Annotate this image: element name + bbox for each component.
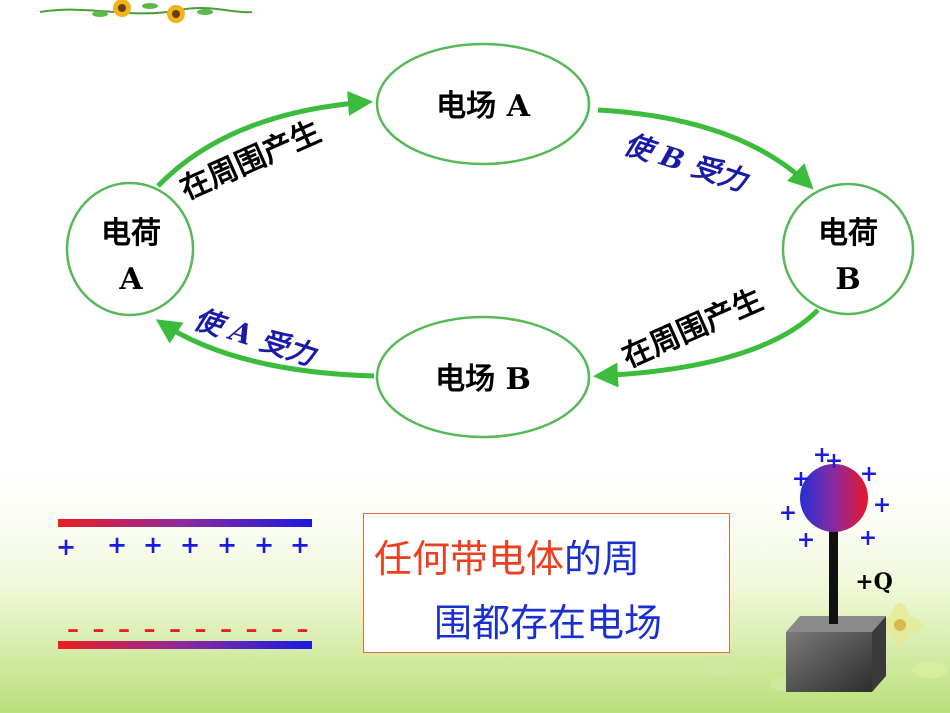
caption-bottom-right: 在周围产生 [617, 282, 768, 375]
plus-sign: + [217, 530, 237, 559]
plus-sign: + [143, 530, 163, 559]
plus-sign: + [797, 527, 815, 553]
plus-sign: + [779, 500, 797, 526]
plus-sign: + [859, 525, 877, 551]
minus-sign: – [246, 614, 258, 643]
plus-sign: + [254, 530, 274, 559]
minus-sign: – [271, 614, 283, 643]
statement-line1-rest: 的周 [564, 537, 641, 581]
field-a-node [375, 42, 591, 166]
negative-sign-row: –––––––––– [67, 614, 309, 643]
field-b-label: 电场 B [435, 362, 531, 397]
plus-sign: + [792, 466, 810, 492]
arrow-charge-b-to-field-b [593, 308, 820, 388]
statement-highlight: 任何带电体 [374, 537, 565, 581]
arrow-field-b-to-charge-a [155, 319, 375, 379]
plus-sign: + [56, 532, 76, 561]
arrow-field-a-to-charge-b [597, 107, 814, 190]
charge-a-node [65, 181, 195, 317]
plus-sign: + [813, 442, 831, 468]
field-a-label: 电场 A [436, 89, 530, 124]
plus-sign: + [860, 461, 878, 487]
charge-q-label: +Q [855, 569, 893, 595]
field-b-node [375, 315, 591, 439]
minus-sign: – [297, 614, 309, 643]
charge-b-label-line1: 电荷 [818, 216, 878, 251]
minus-sign: – [67, 614, 79, 643]
minus-sign: – [144, 614, 156, 643]
plus-sign: + [825, 448, 843, 474]
charged-sphere [800, 464, 868, 532]
statement-line2: 围都存在电场 [434, 601, 663, 645]
minus-sign: – [93, 614, 105, 643]
minus-sign: – [169, 614, 181, 643]
minus-sign: – [118, 614, 130, 643]
plus-sign: + [290, 530, 310, 559]
minus-sign: – [220, 614, 232, 643]
decorative-vine-icon [39, 0, 253, 23]
plus-sign: + [180, 530, 200, 559]
negative-plate [58, 641, 312, 649]
statement-line1: 任何带电体的周 [374, 528, 640, 583]
arrow-charge-a-to-field-a [156, 90, 373, 188]
charge-a-label-line1: 电荷 [101, 216, 161, 251]
positive-sign-row: + + + + + + + [56, 530, 310, 561]
charge-a-label-line2: A [118, 262, 143, 297]
charge-b-label-line2: B [835, 262, 860, 297]
plus-sign: + [107, 530, 127, 559]
statement-box: 任何带电体的周 围都存在电场 [363, 513, 730, 653]
charge-b-node [781, 182, 915, 316]
charged-sphere-apparatus [786, 464, 886, 692]
plus-sign: + [873, 492, 891, 518]
minus-sign: – [195, 614, 207, 643]
sphere-charge-signs: ++++++++ [779, 442, 891, 553]
positive-plate [58, 519, 312, 527]
